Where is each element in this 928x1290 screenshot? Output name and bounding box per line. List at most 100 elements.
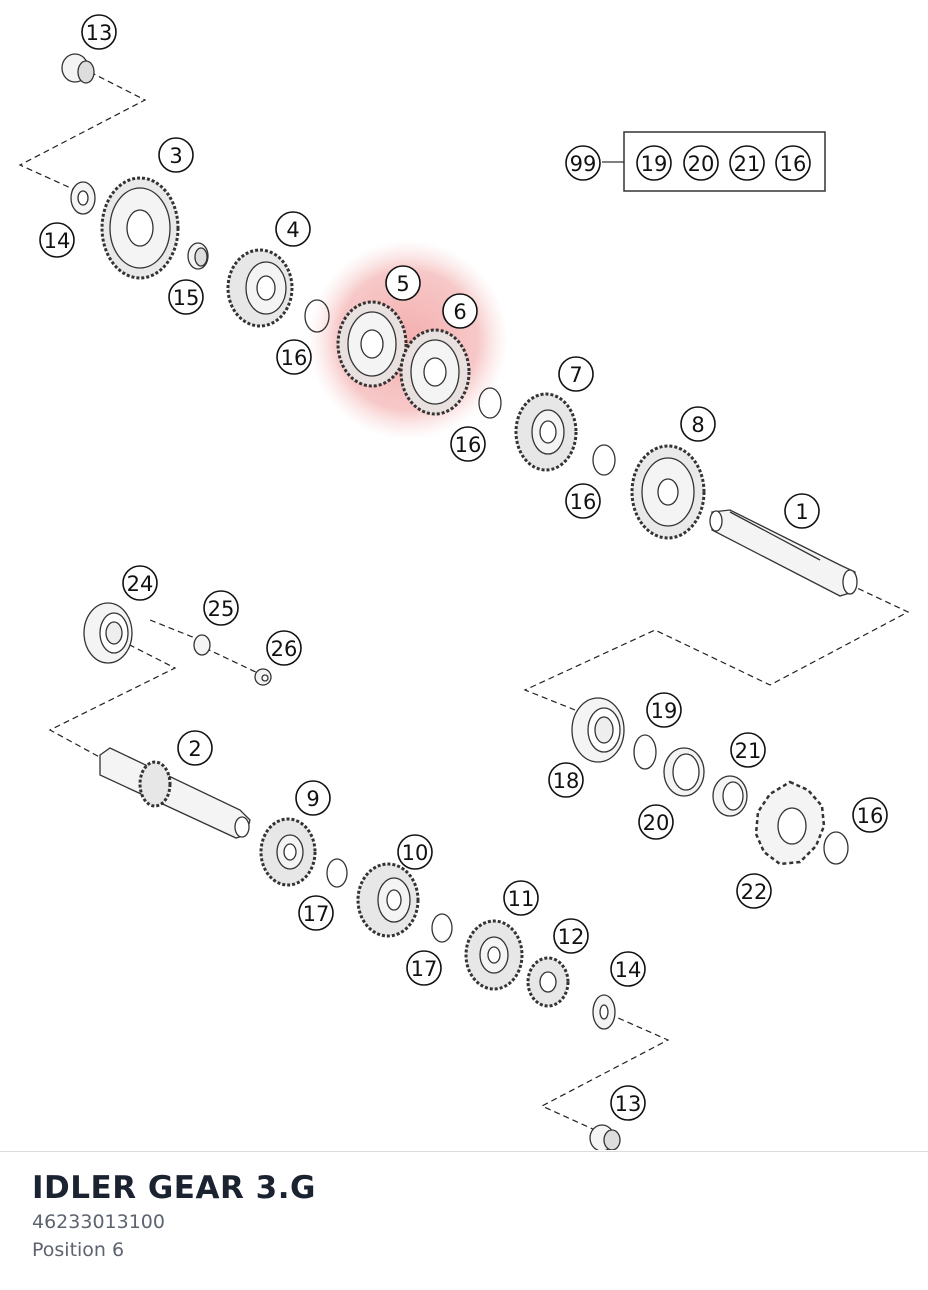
snap-ring-16-b [478, 387, 502, 419]
callout-text: 12 [558, 925, 585, 949]
gear-4 [226, 248, 294, 328]
callout-text: 16 [857, 804, 884, 828]
bushing-13-bottom [589, 1124, 621, 1150]
callout-13: 13 [610, 1085, 646, 1121]
spacer-21 [712, 775, 748, 817]
exploded-parts-diagram: 13 3 14 15 4 5 6 16 16 16 7 8 1 99 19 20 21 16 24 25 26 2 9 17 1… [18, 14, 910, 1150]
callout-text: 13 [615, 1092, 642, 1116]
callout-text: 17 [303, 902, 330, 926]
callout-16: 16 [450, 426, 486, 462]
callout-text: 6 [453, 300, 466, 324]
callout-text: 18 [553, 769, 580, 793]
callout-text: 5 [396, 272, 409, 296]
callout-17: 17 [406, 950, 442, 986]
part-position: Position 6 [32, 1239, 125, 1261]
callout-text: 14 [615, 958, 642, 982]
callout-text: 16 [780, 152, 807, 176]
callout-text: 8 [691, 413, 704, 437]
callout-text: 26 [271, 637, 298, 661]
callout-text: 19 [641, 152, 668, 176]
callout-text: 3 [169, 144, 182, 168]
sprocket-22 [754, 780, 826, 866]
callout-11: 11 [503, 880, 539, 916]
callout-10: 10 [397, 834, 433, 870]
part-title: IDLER GEAR 3.G [32, 1170, 316, 1206]
callout-text: 14 [44, 229, 71, 253]
snap-ring-16-c [592, 444, 616, 476]
callout-20: 20 [638, 804, 674, 840]
callout-21: 21 [729, 145, 765, 181]
bolt-26 [254, 668, 272, 686]
gear-10 [356, 862, 420, 938]
callout-text: 4 [286, 218, 299, 242]
callout-13: 13 [81, 14, 117, 50]
callout-20: 20 [683, 145, 719, 181]
callout-text: 16 [281, 346, 308, 370]
callout-19: 19 [646, 692, 682, 728]
gear-11 [464, 919, 524, 991]
bushing-15 [187, 242, 209, 270]
part-number: 46233013100 [32, 1211, 165, 1233]
callout-labels: 13 3 14 15 4 5 6 16 16 16 7 8 1 99 19 20 21 16 24 25 26 2 9 17 1… [39, 14, 888, 1121]
seal-20 [663, 747, 705, 797]
callout-6: 6 [442, 293, 478, 329]
gear-6 [399, 328, 471, 416]
callout-18: 18 [548, 762, 584, 798]
callout-text: 20 [643, 811, 670, 835]
callout-9: 9 [295, 780, 331, 816]
callout-8: 8 [680, 406, 716, 442]
snap-ring-16-a [304, 299, 330, 333]
callout-26: 26 [266, 630, 302, 666]
washer-25 [193, 634, 211, 656]
callout-text: 9 [306, 787, 319, 811]
callout-17: 17 [298, 895, 334, 931]
shaft-2 [99, 747, 251, 839]
callout-text: 21 [735, 739, 762, 763]
bushing-13-top [61, 53, 95, 84]
gear-8 [630, 444, 706, 540]
callout-14: 14 [39, 222, 75, 258]
gear-3 [100, 176, 180, 280]
divider [0, 1151, 928, 1152]
gear-7 [514, 392, 578, 472]
callout-text: 21 [734, 152, 761, 176]
callout-text: 7 [569, 363, 582, 387]
callout-24: 24 [122, 565, 158, 601]
snap-ring-16-d [823, 831, 849, 865]
callout-text: 2 [188, 737, 201, 761]
callout-7: 7 [558, 356, 594, 392]
part-info: IDLER GEAR 3.G 46233013100 Position 6 [32, 1168, 316, 1264]
snap-ring-17-a [326, 858, 348, 888]
callout-text: 16 [570, 490, 597, 514]
parts [61, 53, 858, 1150]
callout-25: 25 [203, 590, 239, 626]
callout-text: 20 [688, 152, 715, 176]
gear-9 [259, 817, 317, 887]
callout-16: 16 [775, 145, 811, 181]
callout-text: 10 [402, 841, 429, 865]
gear-5 [336, 300, 408, 388]
callout-19: 19 [636, 145, 672, 181]
callout-99: 99 [565, 145, 601, 181]
callout-22: 22 [736, 873, 772, 909]
bearing-18 [571, 697, 625, 763]
callout-4: 4 [275, 211, 311, 247]
gear-12 [526, 956, 570, 1008]
callout-text: 25 [208, 597, 235, 621]
callout-14: 14 [610, 951, 646, 987]
bearing-24 [83, 602, 133, 664]
shaft-1 [709, 509, 858, 597]
callout-1: 1 [784, 493, 820, 529]
callout-16: 16 [852, 797, 888, 833]
callout-15: 15 [168, 279, 204, 315]
o-ring-19 [633, 734, 657, 770]
callout-text: 17 [411, 957, 438, 981]
callout-text: 19 [651, 699, 678, 723]
snap-ring-17-b [431, 913, 453, 943]
callout-text: 11 [508, 887, 535, 911]
washer-14-top [70, 181, 96, 215]
callout-2: 2 [177, 730, 213, 766]
callout-text: 22 [741, 880, 768, 904]
callout-text: 15 [173, 286, 200, 310]
callout-text: 16 [455, 433, 482, 457]
